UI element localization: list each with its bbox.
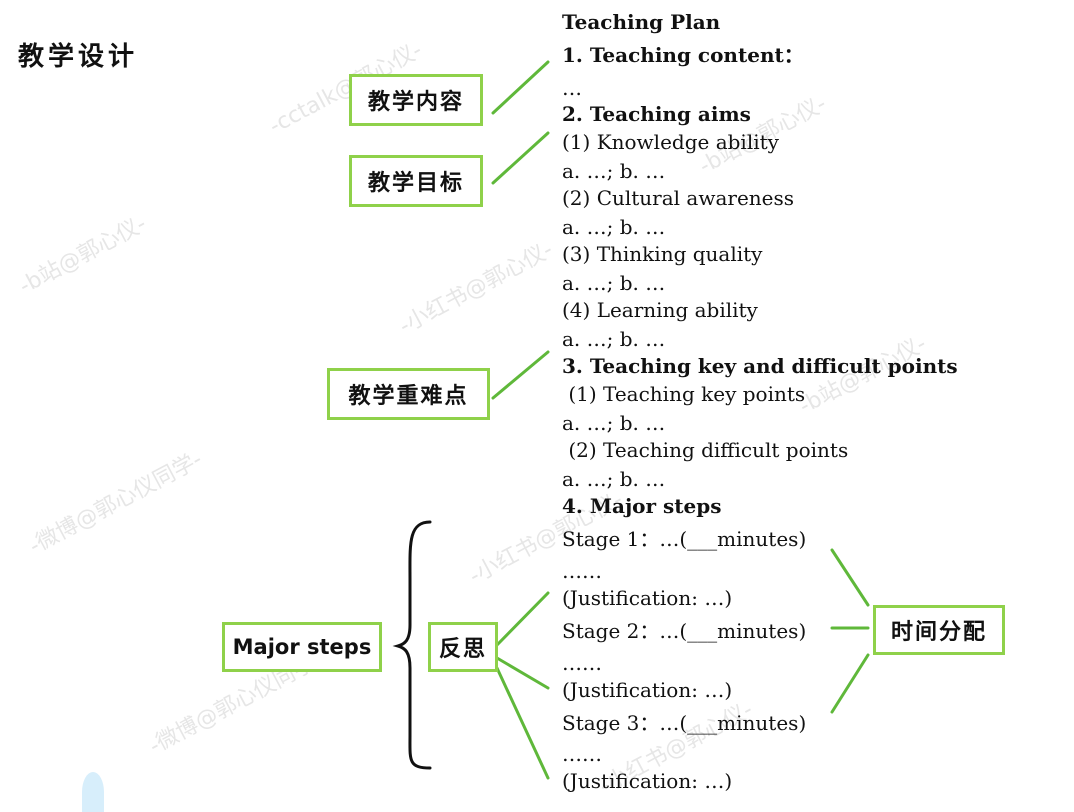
tag-major-steps: Major steps <box>222 622 382 672</box>
curly-brace <box>392 520 432 770</box>
plan-heading: 4. Major steps <box>562 494 722 518</box>
plan-line: a. …; b. … <box>562 327 666 351</box>
plan-heading: 3. Teaching key and difficult points <box>562 354 958 378</box>
plan-stage: Stage 3：…(___minutes) <box>562 711 807 735</box>
plan-line: a. …; b. … <box>562 215 666 239</box>
plan-line: …… <box>562 559 602 583</box>
plan-line: (1) Knowledge ability <box>562 130 779 154</box>
plan-line: a. …; b. … <box>562 271 666 295</box>
connector-reflection-stage1 <box>495 591 550 647</box>
plan-line: a. …; b. … <box>562 159 666 183</box>
plan-line: …… <box>562 651 602 675</box>
plan-line: (2) Teaching difficult points <box>562 438 849 462</box>
plan-justification: (Justification: …) <box>562 769 733 793</box>
plan-line: (3) Thinking quality <box>562 242 763 266</box>
plan-stage: Stage 2：…(___minutes) <box>562 619 807 643</box>
tag-time-allocation: 时间分配 <box>873 605 1005 655</box>
connector-key-points <box>491 350 550 400</box>
plan-line: … <box>562 76 582 100</box>
plan-line: (1) Teaching key points <box>562 382 806 406</box>
tag-reflection: 反思 <box>428 622 498 672</box>
plan-line: a. …; b. … <box>562 467 666 491</box>
connector-time-stage1 <box>830 548 870 607</box>
plan-title: Teaching Plan <box>562 10 721 34</box>
plan-stage: Stage 1：…(___minutes) <box>562 527 807 551</box>
plan-heading: 2. Teaching aims <box>562 102 751 126</box>
plan-justification: (Justification: …) <box>562 678 733 702</box>
tag-teaching-aims: 教学目标 <box>349 155 483 207</box>
plan-line: (4) Learning ability <box>562 298 758 322</box>
plan-line: …… <box>562 742 602 766</box>
plan-line: (2) Cultural awareness <box>562 186 795 210</box>
connector-content <box>491 60 550 115</box>
plan-line: a. …; b. … <box>562 411 666 435</box>
page-title: 教学设计 <box>18 42 139 72</box>
tag-teaching-content: 教学内容 <box>349 74 483 126</box>
plan-heading: 1. Teaching content： <box>562 43 804 67</box>
connector-time-stage3 <box>830 653 870 714</box>
connector-reflection-stage2 <box>495 656 550 690</box>
plan-justification: (Justification: …) <box>562 586 733 610</box>
connector-aims <box>491 131 550 185</box>
tag-key-points: 教学重难点 <box>327 368 490 420</box>
connector-reflection-stage3 <box>495 666 550 780</box>
